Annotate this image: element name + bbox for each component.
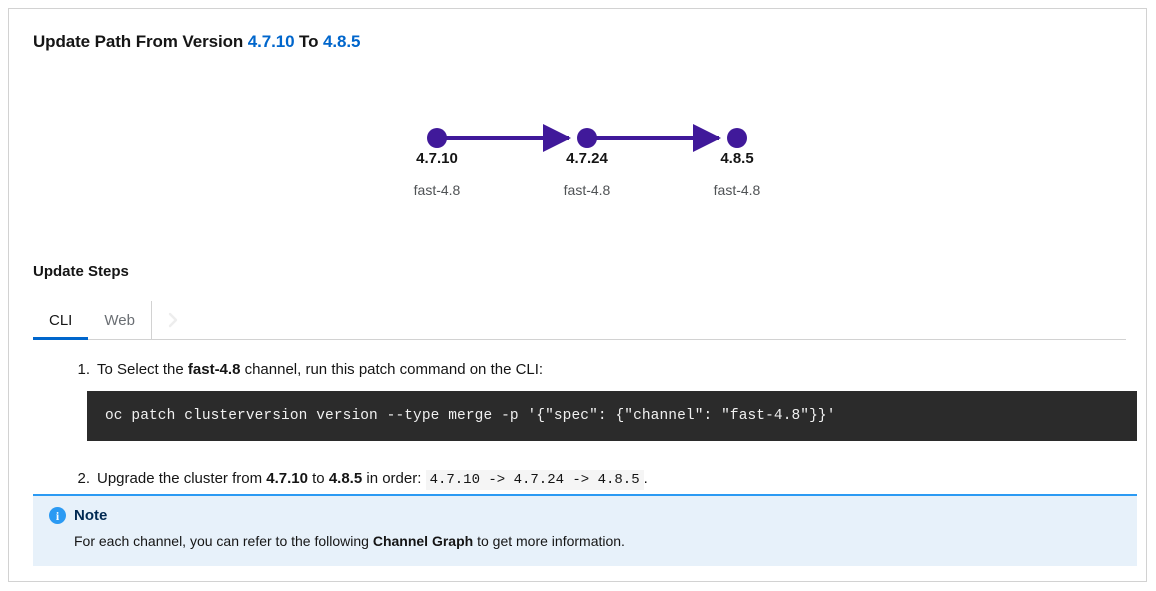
note-body-after: to get more information. [473,533,625,549]
tab-divider [150,301,152,339]
note-title: Note [74,507,108,524]
tab-web-label: Web [104,311,135,329]
step1-text-before: To Select the [97,361,188,378]
update-step-1: 1. To Select the fast-4.8 channel, run t… [33,359,1137,441]
info-circle-icon: i [49,507,66,524]
update-steps-body: 1. To Select the fast-4.8 channel, run t… [33,349,1137,490]
update-step-2-text: Upgrade the cluster from 4.7.10 to 4.8.5… [97,470,648,490]
step2-text-after: in order: [362,470,426,487]
cli-command-text: oc patch clusterversion version --type m… [105,408,836,424]
graph-node-2[interactable] [577,128,597,148]
update-step-2-number: 2. [77,470,90,487]
step2-order-code: 4.7.10 -> 4.7.24 -> 4.8.5 [425,470,644,490]
step1-channel: fast-4.8 [187,361,241,378]
note-body-before: For each channel, you can refer to the f… [74,533,373,549]
chevron-right-icon[interactable] [152,301,196,339]
update-step-2: 2. Upgrade the cluster from 4.7.10 to 4.… [33,468,1126,491]
update-path-graph-svg [427,124,747,152]
page-title-to-version: 4.8.5 [323,32,361,51]
graph-node-version: 4.7.10 [416,150,458,167]
step2-text-middle: to [307,470,329,487]
graph-node-label-1: 4.7.10 fast-4.8 [357,149,517,200]
tab-cli[interactable]: CLI [33,301,89,340]
step2-text-before: Upgrade the cluster from [97,470,267,487]
tab-cli-label: CLI [49,311,73,329]
page-title-prefix: Update Path From Version [33,32,248,51]
graph-node-channel: fast-4.8 [713,182,761,198]
update-step-1-number: 1. [77,361,90,378]
update-step-1-text: To Select the fast-4.8 channel, run this… [97,361,543,378]
update-steps-heading: Update Steps [33,263,129,280]
update-steps-tabs: CLI Web [33,301,1126,340]
graph-node-label-2: 4.7.24 fast-4.8 [507,149,667,200]
graph-node-channel: fast-4.8 [563,182,611,198]
chevron-right-glyph [169,312,178,328]
tab-web[interactable]: Web [88,301,151,339]
note-header: i Note [49,507,1121,524]
update-path-graph: 4.7.10 fast-4.8 4.7.24 fast-4.8 4.8.5 fa… [9,109,1146,219]
graph-node-version: 4.7.24 [566,150,608,167]
note-alert: i Note For each channel, you can refer t… [33,494,1137,566]
step1-text-after: channel, run this patch command on the C… [240,361,544,378]
cli-command-block[interactable]: oc patch clusterversion version --type m… [87,391,1137,441]
note-body: For each channel, you can refer to the f… [74,531,1121,551]
step2-to-version: 4.8.5 [328,470,363,487]
graph-node-1[interactable] [427,128,447,148]
step2-from-version: 4.7.10 [266,470,308,487]
graph-node-3[interactable] [727,128,747,148]
note-body-link[interactable]: Channel Graph [372,533,474,549]
page-title: Update Path From Version 4.7.10 To 4.8.5 [33,32,360,52]
update-path-card: Update Path From Version 4.7.10 To 4.8.5… [8,8,1147,582]
graph-node-labels: 4.7.10 fast-4.8 4.7.24 fast-4.8 4.8.5 fa… [9,109,1146,219]
graph-node-version: 4.8.5 [720,150,754,167]
graph-node-label-3: 4.8.5 fast-4.8 [657,149,817,200]
page-title-from-version: 4.7.10 [247,32,295,51]
page-title-middle: To [294,32,323,51]
step2-text-end: . [643,470,648,487]
graph-node-channel: fast-4.8 [413,182,461,198]
